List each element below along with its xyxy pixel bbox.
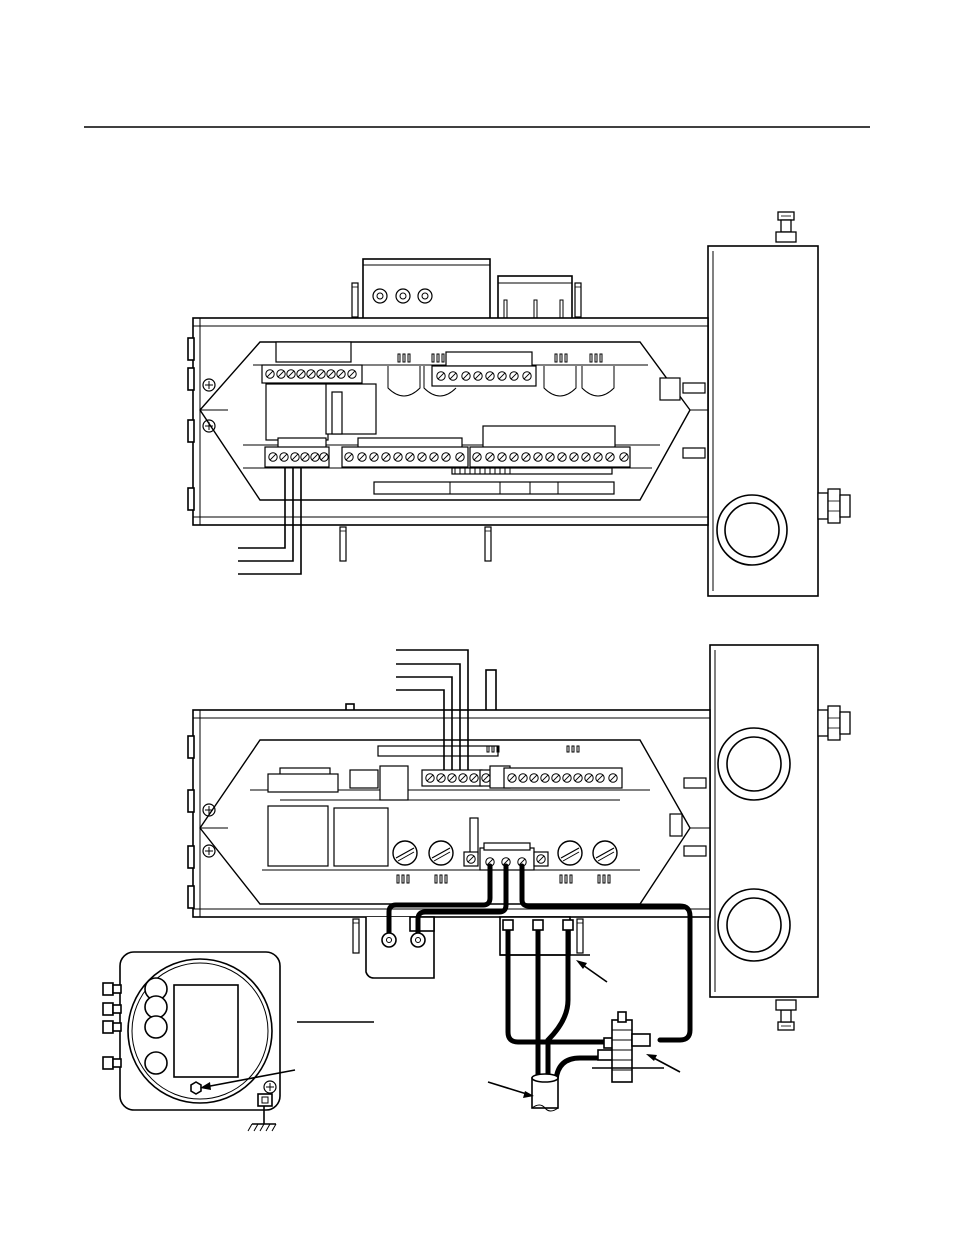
junction-box-upper [708,212,850,596]
terminal-screws-f [426,774,478,782]
top-bracket-left [363,259,490,319]
leader-arrows [488,960,680,1098]
lower-assembly-view [188,645,850,1111]
upper-assembly-view [188,212,850,596]
junction-box-lower [710,645,850,1030]
bottom-bracket-left [366,917,434,978]
housing-lower [188,710,710,917]
top-bracket-right [498,276,572,320]
housing-upper [188,318,708,525]
ground-lug [592,1012,664,1082]
terminal-screws-a [266,370,356,378]
end-view-inset [103,952,374,1131]
conduit [532,1074,558,1111]
